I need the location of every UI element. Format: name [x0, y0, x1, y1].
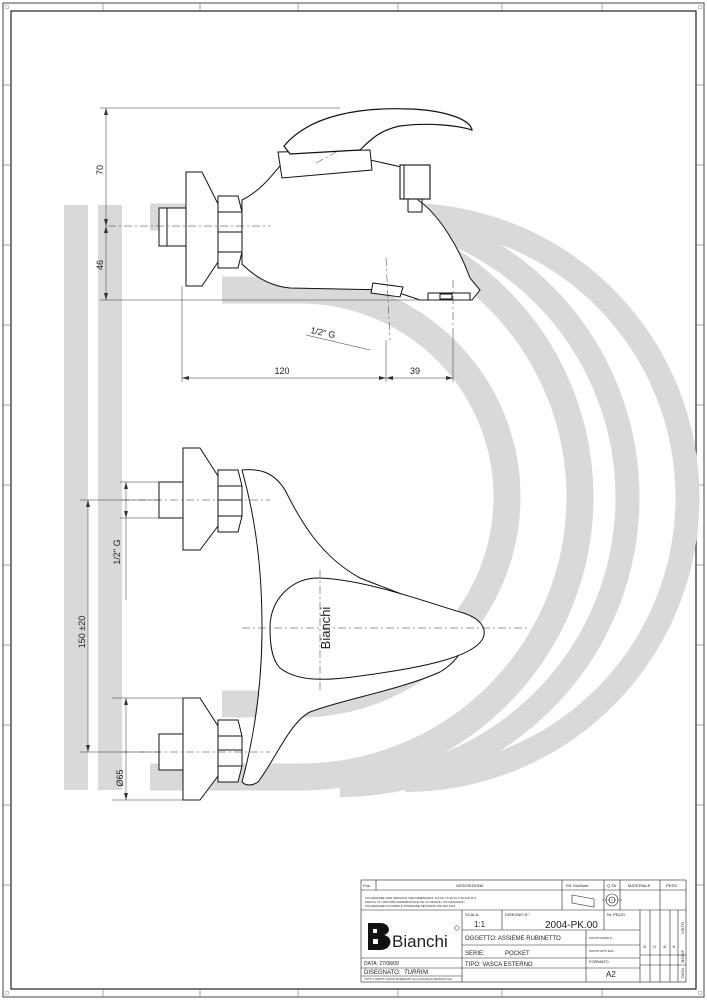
tolerance-note-3: TOLLERANZE DI FORMA E POSIZIONE SECONDO … — [365, 904, 456, 908]
disegnato-label: DISEGNATO: — [364, 970, 401, 976]
col-descrizione: DESCRIZIONE — [456, 883, 484, 888]
dimension-120: 120 — [274, 366, 289, 376]
frame-ticks — [3, 3, 704, 997]
npezzi-label: Nr. PEZZI: — [607, 912, 626, 917]
formato-value: A2 — [606, 970, 616, 979]
centerlines-front — [122, 499, 530, 753]
dimension-lines-front — [80, 481, 200, 801]
scala-value: 1:1 — [474, 920, 486, 929]
dimension-arrows-top — [104, 108, 453, 380]
dimension-70: 70 — [95, 165, 105, 175]
col-peso: PESO — [666, 883, 677, 888]
dimension-thread-top: 1/2" G — [310, 325, 337, 340]
projection-symbol — [571, 893, 622, 908]
disegnato-value: TURRINI — [404, 970, 429, 976]
scala-label: SCALA: — [465, 912, 479, 917]
data-col-label: DATA — [680, 968, 685, 978]
data-label: DATA: 27/08/09 — [364, 961, 399, 967]
visto-label: VISTO — [680, 922, 685, 934]
dimension-46: 46 — [95, 260, 105, 270]
dimension-39: 39 — [410, 366, 420, 376]
col-pos: Pos. — [363, 883, 371, 888]
col-qta: Q.TA' — [607, 883, 617, 888]
formato-label: FORMATO — [589, 959, 609, 964]
centerlines-top — [108, 149, 454, 341]
side-elevation-view — [158, 108, 481, 301]
handle-brand-label: Bianchi — [318, 607, 333, 650]
modifica-label: MODIF. — [680, 949, 685, 963]
dimension-65: Ø65 — [115, 769, 125, 786]
col-rif: Rif. Dis/Note — [566, 883, 589, 888]
serie-value: POCKET — [505, 951, 530, 957]
rev-letter-b: B — [662, 945, 667, 948]
rights-note: TUTTI I DIRITTI SONO RISERVATI ALLA SOCI… — [364, 977, 453, 981]
tolerance-note-1: TOLLERANZE NON INDICATE, PER DIMENSIONI:… — [365, 896, 477, 900]
disegno-value: 2004-PK.00 — [545, 920, 598, 931]
tolerance-note-2: ANGOLI ±1° FINITURA SUPERFICIALE: Ra 3.2… — [365, 900, 465, 904]
sostituito: SOSTITUITO DAL: — [589, 949, 615, 953]
disegno-label: DISEGNO N°: — [505, 912, 530, 917]
serie-label: SERIE: — [465, 951, 485, 957]
tipo: TIPO: VASCA ESTERNO — [465, 962, 533, 968]
rev-letter-c: C — [652, 945, 657, 948]
dimension-150: 150 ±20 — [77, 616, 87, 648]
bianchi-logo — [368, 923, 391, 950]
dimension-thread-side: 1/2" G — [112, 539, 122, 564]
brand-name: Bianchi — [392, 932, 448, 951]
rev-letter-a: A — [671, 945, 676, 948]
title-block — [360, 879, 687, 983]
dimension-lines-top — [100, 107, 470, 382]
sostituisce: SOSTITUISCE IL: — [589, 936, 613, 940]
rev-letter-d: D — [642, 945, 647, 948]
oggetto: OGGETTO: ASSIEME RUBINETTO — [465, 936, 561, 942]
col-materiale: MATERIALE — [628, 883, 651, 888]
dimension-arrows-front — [86, 482, 128, 800]
